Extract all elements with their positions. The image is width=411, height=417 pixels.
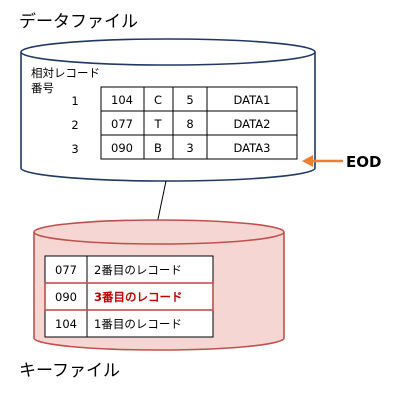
key-cell: 077	[55, 263, 77, 277]
record-field-cell: T	[153, 117, 162, 131]
data-file-cylinder	[20, 38, 316, 182]
record-number-caption: 番号	[31, 81, 54, 95]
highlighted-row-outline	[44, 282, 214, 311]
record-data-cell: DATA1	[234, 93, 271, 107]
record-data-cell: DATA2	[234, 117, 271, 131]
relative-record-caption: 相対レコード	[31, 66, 100, 80]
record-pointer-cell: 2番目のレコード	[94, 263, 182, 277]
table-row: 104 1番目のレコード	[55, 317, 182, 331]
connector-line	[156, 180, 167, 225]
record-pointer-cell: 1番目のレコード	[94, 317, 182, 331]
record-data-cell: DATA3	[234, 141, 271, 155]
table-row: 104 C 5 DATA1	[111, 93, 270, 107]
record-number: 3	[71, 142, 78, 156]
eod-arrow-icon	[302, 155, 343, 167]
data-file-title: データファイル	[19, 11, 138, 32]
table-row: 077 T 8 DATA2	[111, 117, 270, 131]
record-field-cell: 3	[186, 141, 193, 155]
table-row: 077 2番目のレコード	[55, 263, 182, 277]
table-row: 090 B 3 DATA3	[111, 141, 270, 155]
record-field-cell: 8	[186, 117, 193, 131]
record-pointer-cell-highlighted: 3番目のレコード	[94, 290, 183, 304]
key-cell: 090	[55, 290, 77, 304]
key-cell: 104	[55, 317, 77, 331]
record-field-cell: B	[154, 141, 162, 155]
record-number: 1	[71, 94, 78, 108]
record-key-cell: 104	[111, 93, 133, 107]
record-key-cell: 077	[111, 117, 133, 131]
data-records-table	[100, 86, 298, 160]
key-table	[44, 255, 214, 338]
table-row: 090 3番目のレコード	[55, 290, 182, 304]
record-key-cell: 090	[111, 141, 133, 155]
eod-label: EOD	[346, 153, 381, 171]
key-file-title: キーファイル	[19, 361, 120, 381]
record-field-cell: C	[154, 93, 162, 107]
record-number: 2	[71, 118, 78, 132]
record-field-cell: 5	[186, 93, 193, 107]
